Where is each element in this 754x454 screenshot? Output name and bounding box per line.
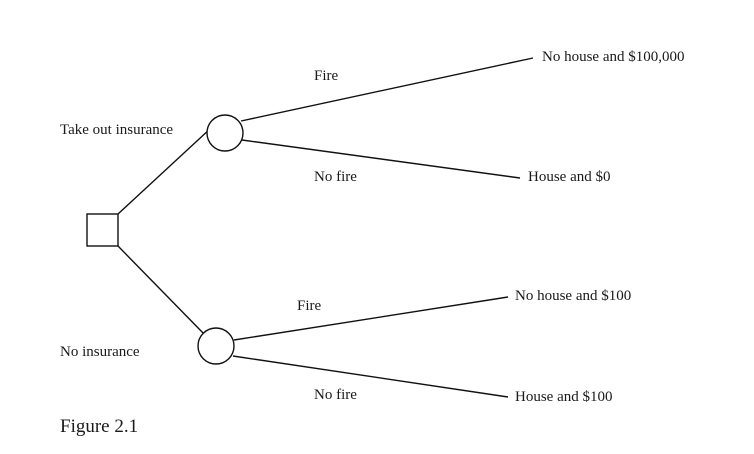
chance-node-uninsured (197, 327, 235, 365)
outcome-insured-no-fire: House and $0 (528, 169, 611, 185)
branch-uninsured-fire (233, 296, 509, 341)
branch-uninsured-no-fire (232, 355, 509, 398)
branch-take-insurance (117, 127, 212, 215)
label-insured-fire: Fire (314, 68, 339, 84)
label-take-out-insurance: Take out insurance (60, 122, 174, 138)
figure-caption: Figure 2.1 (60, 416, 139, 437)
branch-insured-no-fire (241, 139, 521, 179)
outcome-insured-fire: No house and $100,000 (542, 49, 685, 65)
decision-node (86, 213, 119, 247)
outcome-uninsured-fire: No house and $100 (515, 288, 632, 304)
branch-no-insurance (117, 245, 207, 337)
chance-node-insured (206, 114, 244, 152)
branch-insured-fire (240, 57, 534, 122)
label-uninsured-no-fire: No fire (314, 387, 357, 403)
label-no-insurance: No insurance (60, 344, 140, 360)
label-insured-no-fire: No fire (314, 169, 357, 185)
label-uninsured-fire: Fire (297, 298, 322, 314)
outcome-uninsured-no-fire: House and $100 (515, 389, 613, 405)
